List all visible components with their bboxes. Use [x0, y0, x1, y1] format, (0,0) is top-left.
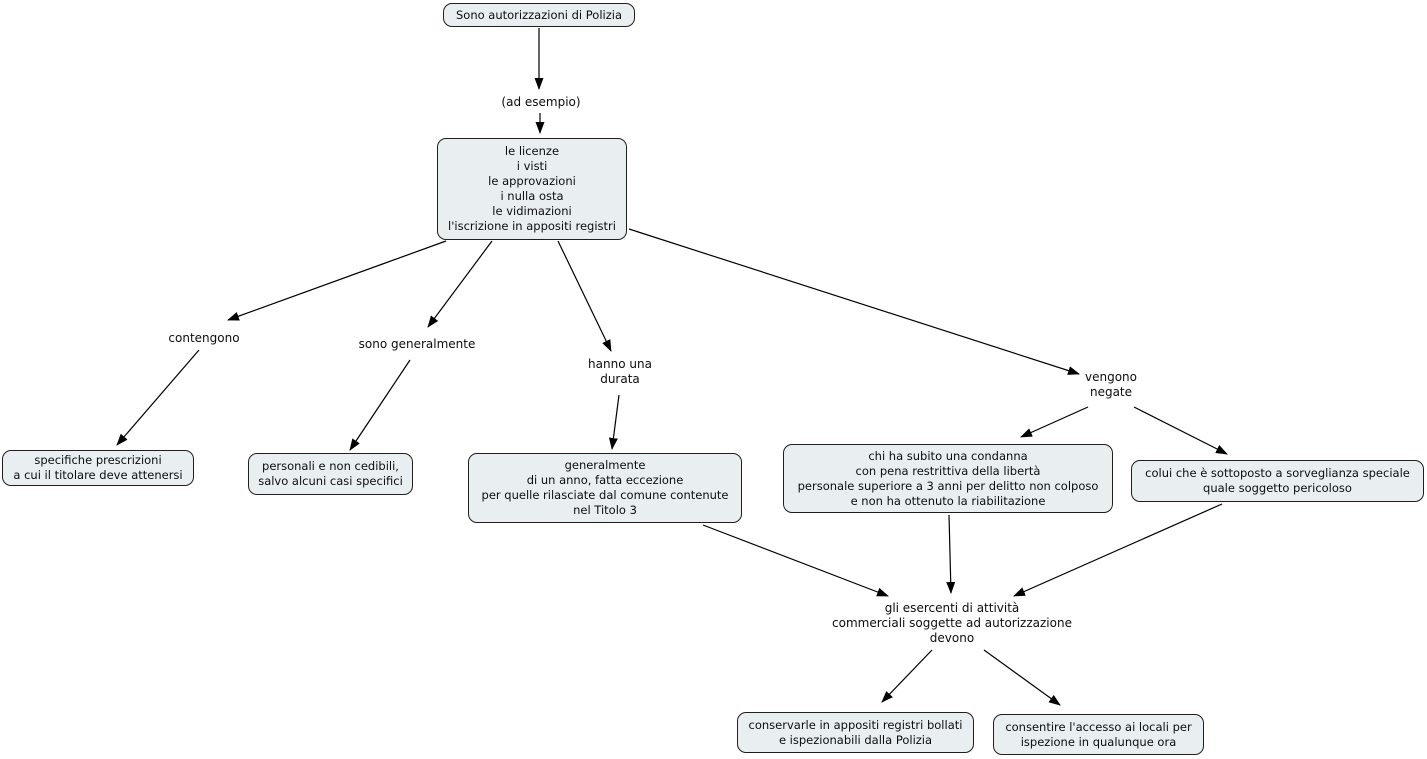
- edge-label-sono-generalmente[interactable]: sono generalmente: [358, 337, 476, 351]
- node-personali-non-cedibili[interactable]: personali e non cedibili, salvo alcuni c…: [248, 453, 413, 495]
- node-gli-esercenti-devono[interactable]: gli esercenti di attività commerciali so…: [832, 601, 1072, 645]
- node-conservarle-registri-bollati[interactable]: conservarle in appositi registri bollati…: [737, 712, 974, 753]
- edge-label-vengono-negate[interactable]: vengono negate: [1085, 370, 1137, 399]
- node-tipi-di-autorizzazioni[interactable]: le licenze i visti le approvazioni i nul…: [437, 138, 627, 240]
- node-specifiche-prescrizioni[interactable]: specifiche prescrizioni a cui il titolar…: [2, 450, 194, 486]
- node-condanna-pena-restrittiva[interactable]: chi ha subito una condanna con pena rest…: [783, 444, 1113, 513]
- node-durata-un-anno[interactable]: generalmente di un anno, fatta eccezione…: [468, 453, 742, 523]
- node-consentire-accesso-locali[interactable]: consentire l'accesso ai locali per ispez…: [993, 714, 1204, 755]
- node-sorveglianza-speciale[interactable]: colui che è sottoposto a sorveglianza sp…: [1131, 460, 1424, 502]
- node-sono-autorizzazioni-di-polizia[interactable]: Sono autorizzazioni di Polizia: [443, 3, 635, 27]
- edge-label-hanno-una-durata[interactable]: hanno una durata: [588, 357, 652, 386]
- edge-label-contengono[interactable]: contengono: [168, 331, 240, 345]
- edge-label-ad-esempio[interactable]: (ad esempio): [501, 95, 581, 109]
